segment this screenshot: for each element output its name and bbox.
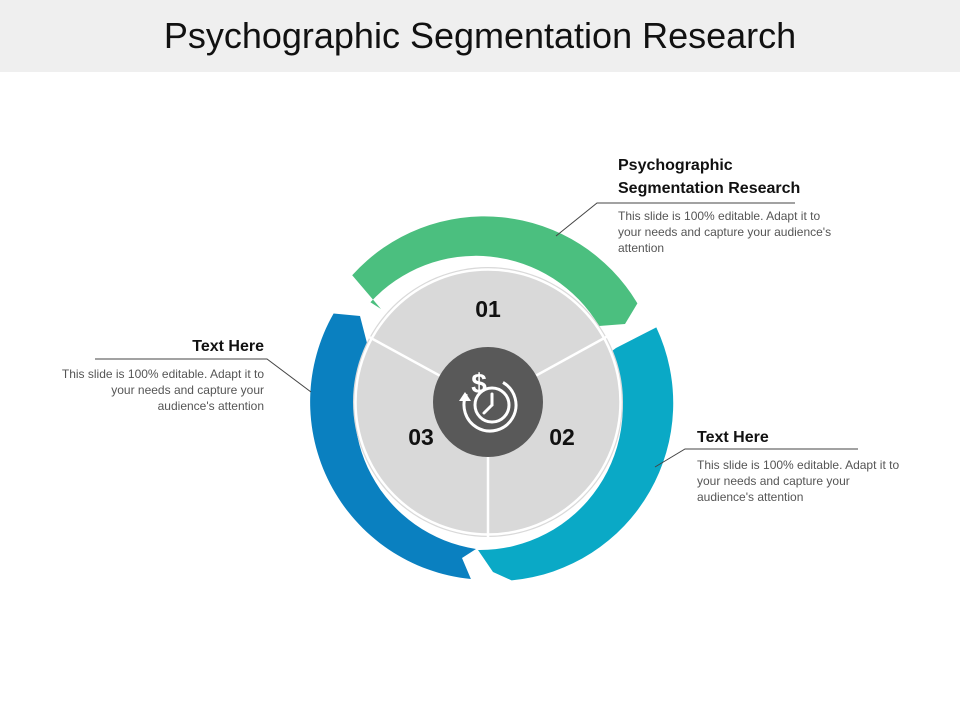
page-title: Psychographic Segmentation Research xyxy=(163,15,797,56)
leader-line-02 xyxy=(654,448,858,468)
callout-01: Psychographic Segmentation Research This… xyxy=(618,154,833,256)
callout-01-body: This slide is 100% editable. Adapt it to… xyxy=(618,209,832,255)
callout-01-heading-line2: Segmentation Research xyxy=(618,180,801,197)
leader-line-03 xyxy=(95,358,312,393)
segment-number-02: 02 xyxy=(549,424,575,450)
callout-02: Text Here This slide is 100% editable. A… xyxy=(697,426,902,505)
segment-arc-02 xyxy=(478,327,674,581)
title-bar: Psychographic Segmentation Research xyxy=(0,0,960,72)
callout-01-heading-line1: Psychographic xyxy=(618,157,733,174)
segment-arc-01 xyxy=(352,216,638,326)
callout-03-heading: Text Here xyxy=(192,338,264,355)
svg-text:$: $ xyxy=(471,368,487,399)
callout-02-heading: Text Here xyxy=(697,429,769,446)
segment-number-03: 03 xyxy=(408,424,434,450)
callout-01-heading: Psychographic Segmentation Research xyxy=(618,154,833,200)
segment-arc-03 xyxy=(310,313,476,579)
dollar-clock-icon: $ xyxy=(459,368,518,433)
callout-03: Text Here This slide is 100% editable. A… xyxy=(58,335,264,414)
leader-line-01 xyxy=(555,202,795,237)
callout-03-body: This slide is 100% editable. Adapt it to… xyxy=(61,367,264,413)
center-circle xyxy=(433,347,543,457)
callout-02-body: This slide is 100% editable. Adapt it to… xyxy=(697,458,900,504)
segment-number-01: 01 xyxy=(475,296,501,322)
